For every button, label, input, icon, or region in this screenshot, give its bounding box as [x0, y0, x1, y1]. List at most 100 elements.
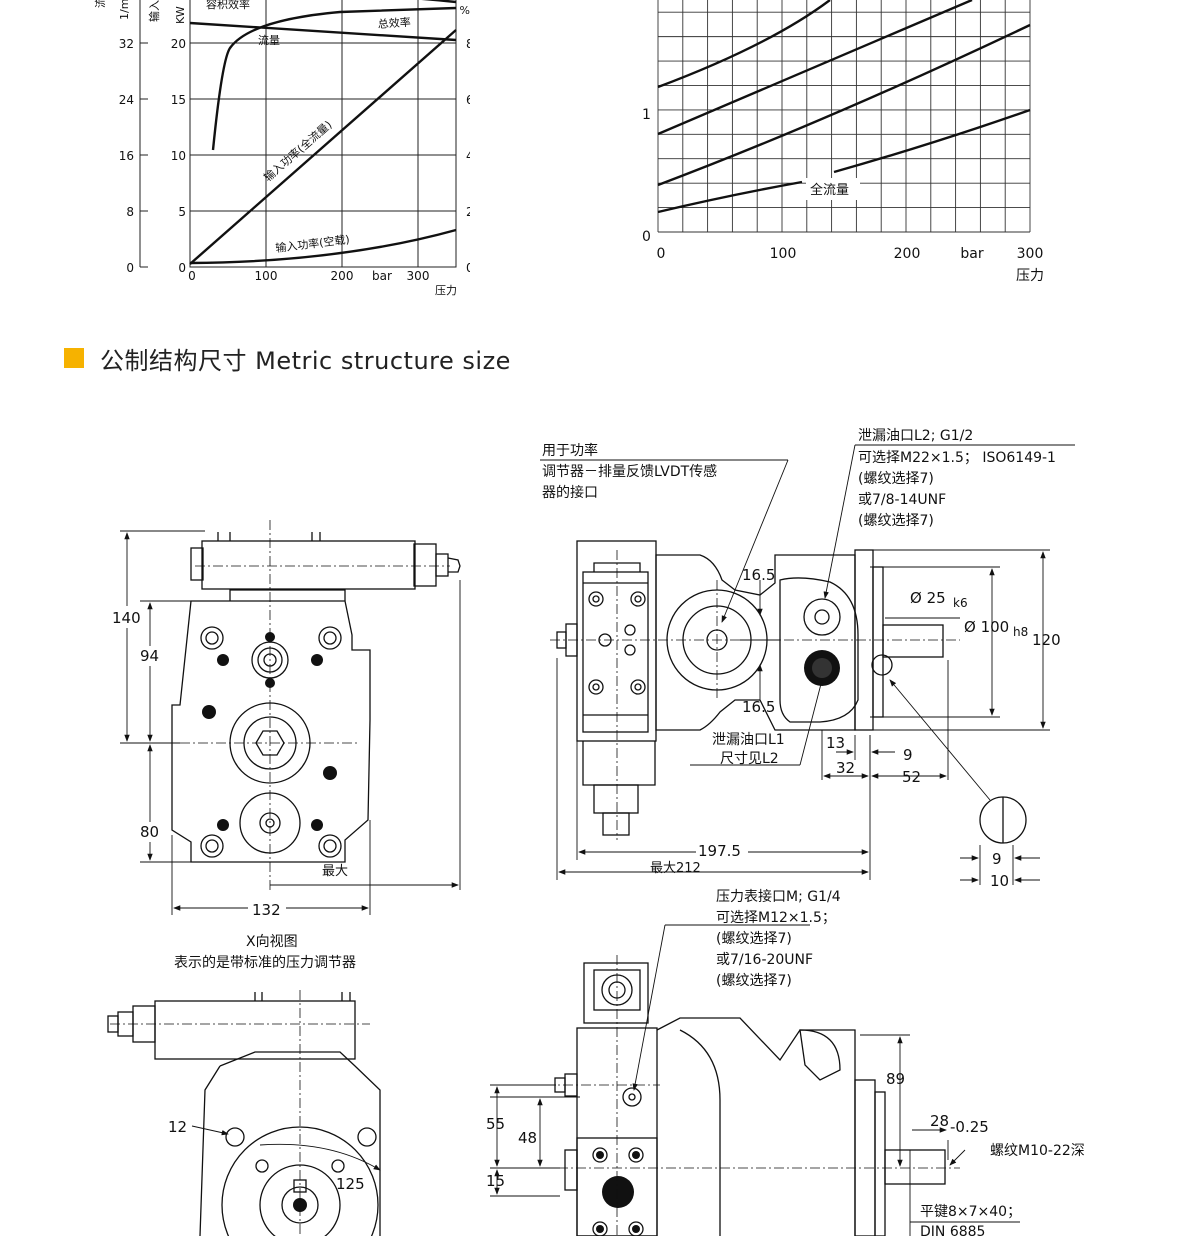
- power-tick-15: 15: [171, 93, 186, 107]
- gauge-note-1: 压力表接口M; G1/4: [716, 888, 841, 905]
- right-y-tick-1: 1: [642, 107, 651, 123]
- eff-tick-80: 80: [466, 37, 470, 51]
- flow-tick-24: 24: [119, 93, 134, 107]
- label-idle-power: 输入功率(空载): [275, 232, 351, 255]
- flow-axis-top-label: 流: [93, 0, 107, 8]
- power-tick-5: 5: [178, 205, 186, 219]
- dim-89: 89: [886, 1070, 905, 1088]
- right-x-tick-100: 100: [770, 246, 797, 262]
- dim-52: 52: [902, 768, 921, 786]
- dim-13: 13: [826, 734, 845, 752]
- lvdt-note-2: 调节器－排量反馈LVDT传感: [542, 463, 717, 480]
- l2-note-3: (螺纹选择7): [858, 471, 934, 487]
- performance-chart-right: 1 0 0 100 200 bar 300 压力 全流量: [642, 0, 1044, 284]
- curve-vol-efficiency: [421, 0, 457, 4]
- curve-flow: [211, 6, 457, 151]
- pressure-tick-100: 100: [255, 269, 278, 283]
- pressure-axis-label: 压力: [435, 284, 457, 297]
- gauge-note-4: 或7/16-20UNF: [716, 952, 813, 968]
- thread-note: 螺纹M10-22深: [990, 1143, 1085, 1159]
- label-total-efficiency: 总效率: [377, 15, 411, 31]
- flow-tick-0: 0: [126, 261, 134, 275]
- curve-idle-power: [189, 228, 457, 265]
- curve-total-efficiency: [189, 21, 457, 42]
- dim-9-detail: 9: [992, 850, 1002, 868]
- dim-16-5-bottom: 16.5: [742, 698, 775, 716]
- eff-tick-40: 40: [466, 149, 470, 163]
- dim-16-5-top: 16.5: [742, 566, 775, 584]
- pressure-tick-300: 300: [407, 269, 430, 283]
- shaft-k6: k6: [953, 596, 968, 610]
- power-unit-label: KW: [174, 6, 187, 24]
- shaft-d25: Ø 25: [910, 589, 946, 607]
- eff-unit-label: %: [460, 4, 470, 17]
- dim-9: 9: [903, 746, 913, 764]
- right-x-tick-300: 300: [1017, 246, 1044, 262]
- dim-15: 15: [486, 1172, 505, 1190]
- section-title-text: 公制结构尺寸 Metric structure size: [100, 346, 511, 375]
- curve-lower-b: [833, 108, 1031, 174]
- technical-drawing: 140 94 80 132 最大: [107, 428, 1085, 1236]
- pressure-tick-200: 200: [331, 269, 354, 283]
- bottom-side-view: [554, 962, 946, 1236]
- right-x-tick-bar: bar: [960, 246, 983, 262]
- gauge-note-3: (螺纹选择7): [716, 931, 792, 947]
- dim-132: 132: [252, 901, 281, 919]
- flow-tick-8: 8: [126, 205, 134, 219]
- din-note: DIN 6885: [920, 1224, 985, 1236]
- dim-140: 140: [112, 609, 141, 627]
- eff-tick-60: 60: [466, 93, 470, 107]
- curve-full-flow-power: [189, 29, 457, 265]
- shaft-h8: h8: [1013, 625, 1028, 639]
- l1-note-2: 尺寸见L2: [720, 751, 779, 767]
- pressure-tick-bar: bar: [372, 269, 392, 283]
- lvdt-note-1: 用于功率: [542, 442, 598, 459]
- power-tick-0: 0: [178, 261, 186, 275]
- flow-unit-label: 1/min: [118, 0, 131, 20]
- flow-tick-16: 16: [119, 149, 134, 163]
- section-marker-icon: [64, 348, 84, 368]
- shaft-d100: Ø 100: [964, 618, 1009, 636]
- side-view: [556, 540, 1027, 844]
- lvdt-note-3: 器的接口: [542, 484, 598, 501]
- l2-note-1: 泄漏油口L2; G1/2: [858, 428, 973, 444]
- l2-note-5: (螺纹选择7): [858, 513, 934, 529]
- l2-note-2: 可选择M22×1.5； ISO6149-1: [858, 450, 1056, 466]
- curve-upper: [657, 0, 831, 89]
- dim-94: 94: [140, 647, 159, 665]
- curve-middle-2: [657, 23, 1031, 187]
- power-axis-top-label: 输入: [147, 0, 161, 22]
- dim-10-detail: 10: [990, 872, 1009, 890]
- curve-middle-1: [657, 0, 973, 136]
- dim-28: 28: [930, 1112, 949, 1130]
- label-full-flow-power: 输入功率(全流量): [261, 118, 335, 185]
- gauge-note-5: (螺纹选择7): [716, 973, 792, 989]
- right-x-tick-0: 0: [657, 246, 666, 262]
- label-flow: 流量: [258, 33, 280, 47]
- l1-note-1: 泄漏油口L1: [712, 732, 785, 748]
- x-view-drawing: [107, 992, 381, 1236]
- dim-minus-0-25: -0.25: [950, 1118, 989, 1136]
- dim-32: 32: [836, 759, 855, 777]
- dim-125: 125: [336, 1175, 365, 1193]
- dim-120: 120: [1032, 631, 1061, 649]
- l2-note-4: 或7/8-14UNF: [858, 492, 946, 508]
- flow-tick-32: 32: [119, 37, 134, 51]
- dim-80: 80: [140, 823, 159, 841]
- performance-chart-left: 1/min 流 输入 KW % 32 24 16 8 0 20 15 10 5 …: [93, 0, 470, 297]
- right-curve-label: 全流量: [810, 182, 849, 198]
- section-title: 公制结构尺寸 Metric structure size: [64, 338, 511, 378]
- right-x-axis-label: 压力: [1016, 268, 1044, 284]
- eff-tick-20: 20: [466, 205, 470, 219]
- curve-lower-a: [657, 180, 803, 214]
- power-tick-10: 10: [171, 149, 186, 163]
- label-max-212: 最大212: [650, 861, 701, 876]
- right-x-tick-200: 200: [894, 246, 921, 262]
- front-view: [171, 532, 461, 863]
- eff-tick-0: 0: [466, 261, 470, 275]
- dim-12: 12: [168, 1118, 187, 1136]
- dim-55: 55: [486, 1115, 505, 1133]
- x-view-title: X向视图: [246, 934, 298, 950]
- gauge-note-2: 可选择M12×1.5；: [716, 910, 836, 926]
- dim-197-5: 197.5: [698, 842, 741, 860]
